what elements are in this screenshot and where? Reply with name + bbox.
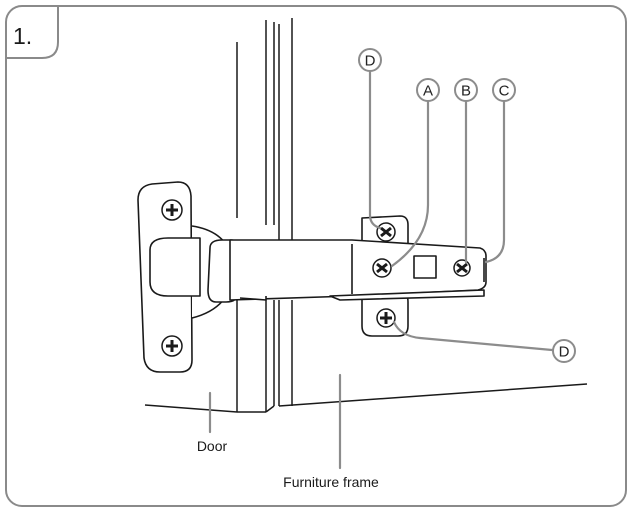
callout-a: A — [416, 78, 440, 102]
leader-lines — [208, 70, 554, 470]
hinge-illustration — [137, 181, 487, 373]
svg-text:D: D — [365, 53, 376, 70]
step-number: 1. — [13, 23, 32, 49]
frame-label: Furniture frame — [283, 474, 379, 490]
cabinet-line-art — [144, 18, 588, 413]
screw-icon — [453, 259, 471, 277]
step-tab: 1. — [6, 6, 59, 59]
callout-d-top: D — [358, 48, 382, 72]
screw-icon — [372, 258, 392, 278]
screw-icon — [161, 199, 183, 221]
svg-text:C: C — [499, 83, 510, 100]
svg-text:D: D — [559, 344, 570, 361]
screw-icon — [376, 308, 396, 328]
screw-icon — [161, 335, 183, 357]
diagram-border — [5, 5, 627, 507]
screw-icon — [376, 222, 396, 242]
svg-text:A: A — [423, 83, 433, 100]
callout-d-bottom: D — [552, 339, 576, 363]
callout-b: B — [454, 78, 478, 102]
door-label: Door — [197, 438, 228, 454]
svg-text:B: B — [461, 83, 471, 100]
callout-c: C — [492, 78, 516, 102]
